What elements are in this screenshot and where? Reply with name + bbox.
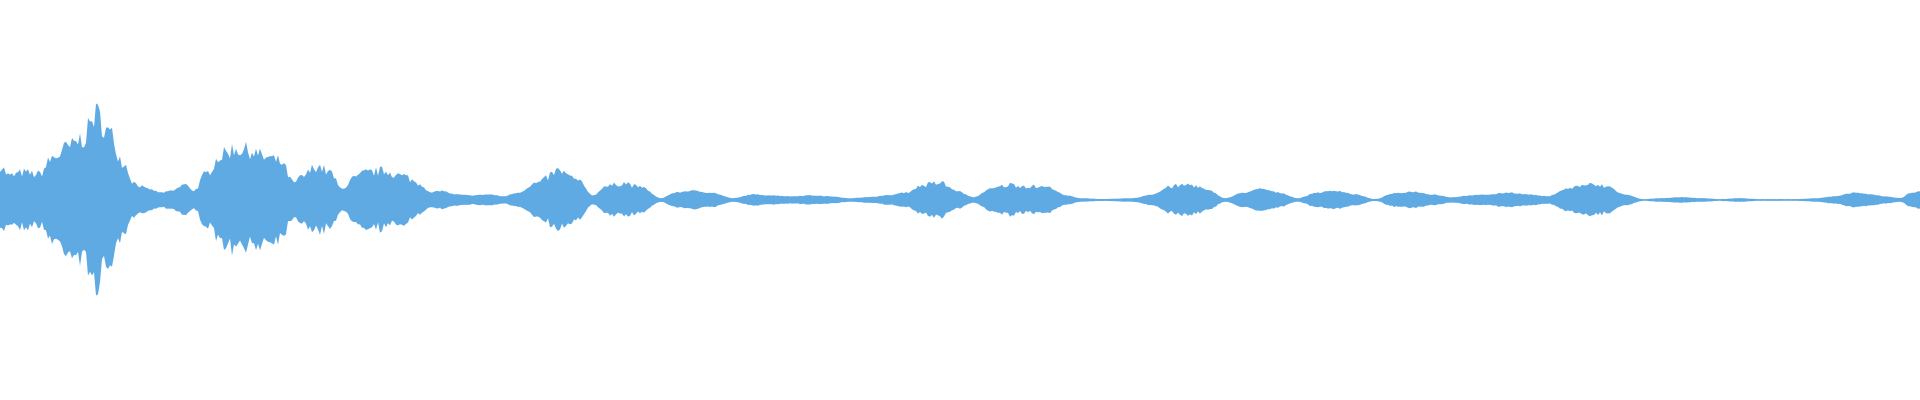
waveform-shape (0, 103, 1920, 296)
